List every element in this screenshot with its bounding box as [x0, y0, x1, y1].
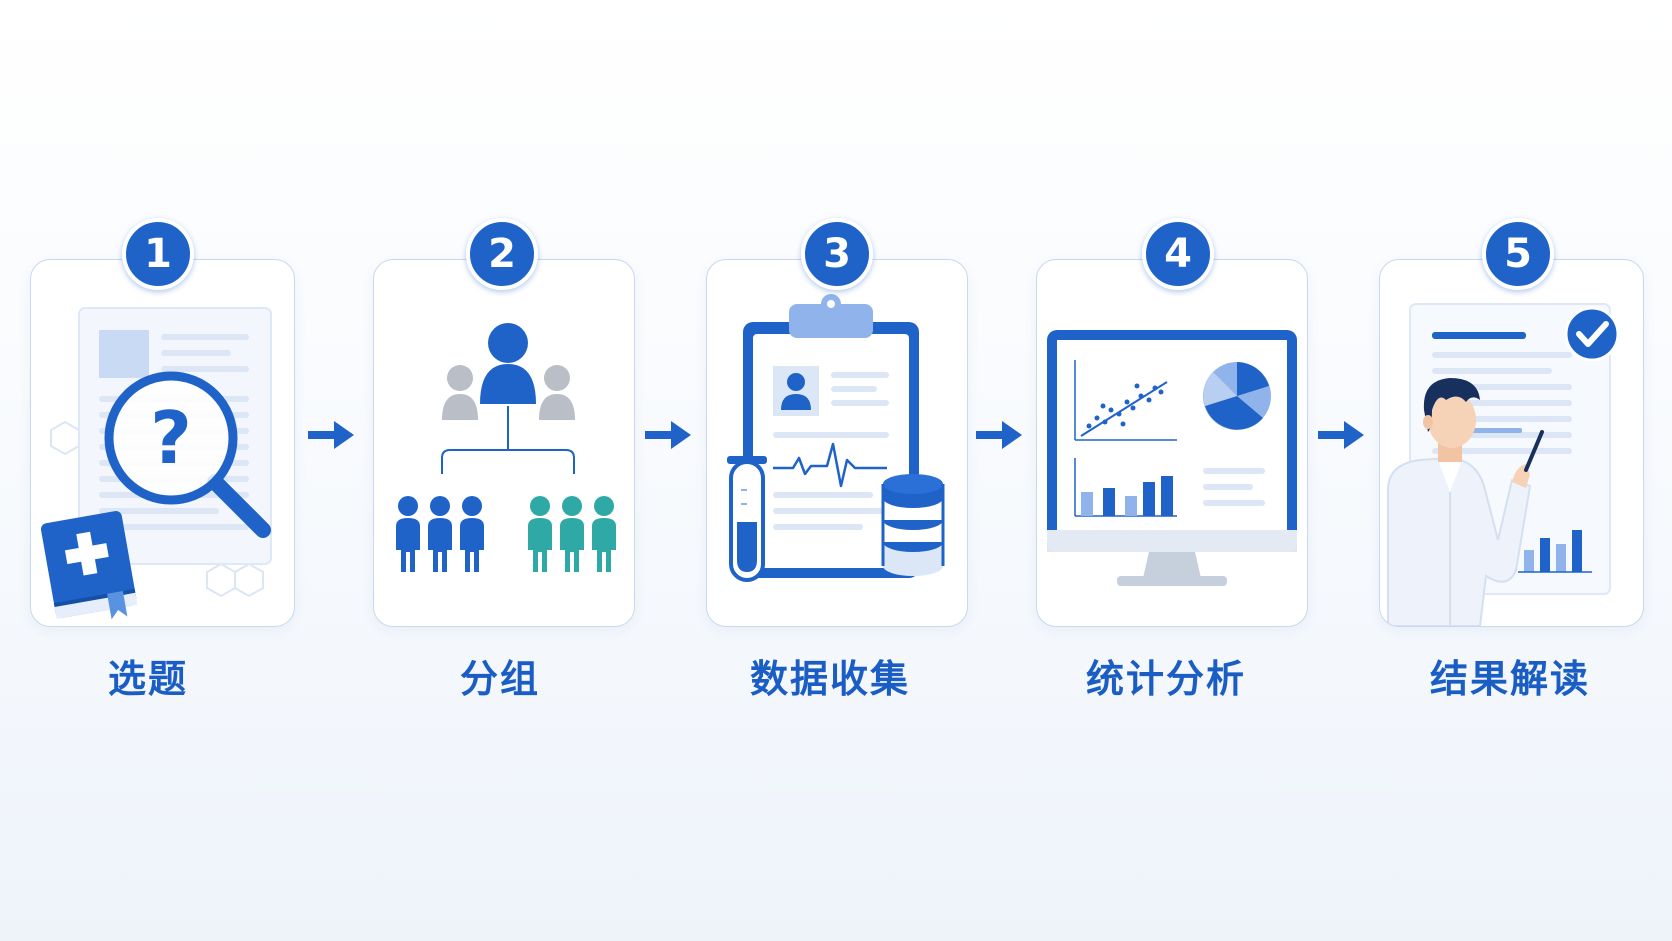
people-grouping-icon	[396, 323, 616, 572]
magnifier-question-book-icon: ?	[40, 307, 272, 620]
svg-text:?: ?	[150, 396, 192, 480]
arrow-right-icon	[1318, 421, 1364, 449]
step-2-card	[373, 259, 635, 627]
step-3-number-badge: 3	[801, 218, 873, 290]
step-1-label: 选题	[107, 657, 188, 701]
clipboard-testtube-database-icon	[727, 294, 945, 582]
step-1-card: ?	[30, 259, 295, 627]
step-3-label: 数据收集	[749, 657, 910, 701]
step-2-label: 分组	[459, 657, 540, 701]
arrow-right-icon	[645, 421, 691, 449]
step-4-card	[1036, 259, 1308, 627]
step-5-number-badge: 5	[1482, 218, 1554, 290]
step-2-number-badge: 2	[466, 218, 538, 290]
doctor-report-check-icon	[1387, 303, 1620, 626]
monitor-charts-icon	[1047, 330, 1297, 586]
arrow-right-icon	[976, 421, 1022, 449]
step-5-card	[1379, 259, 1644, 627]
step-4-label: 统计分析	[1085, 657, 1246, 701]
step-5-label: 结果解读	[1429, 657, 1590, 701]
step-1-number-badge: 1	[122, 218, 194, 290]
step-3-card	[706, 259, 968, 627]
step-4-number-badge: 4	[1142, 218, 1214, 290]
arrow-right-icon	[308, 421, 354, 449]
